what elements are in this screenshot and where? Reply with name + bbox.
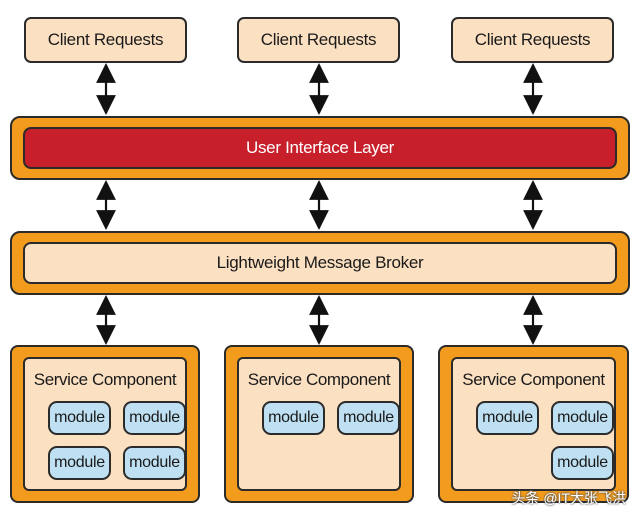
watermark-text: 头条 @IT大张飞洪 — [511, 490, 626, 506]
module-box: module — [262, 401, 325, 435]
module-box: module — [476, 401, 539, 435]
module-box: module — [551, 401, 614, 435]
message-broker-layer: Lightweight Message Broker — [10, 231, 630, 295]
module-box: module — [551, 446, 614, 480]
module-box: module — [337, 401, 400, 435]
client-requests-box-2: Client Requests — [237, 17, 400, 63]
user-interface-layer-label: User Interface Layer — [23, 127, 617, 169]
module-box: module — [48, 446, 111, 480]
client-requests-box-1: Client Requests — [24, 17, 187, 63]
service-component-title: Service Component — [247, 370, 391, 389]
service-component-title: Service Component — [462, 370, 605, 389]
module-box: module — [123, 446, 186, 480]
client-requests-box-3: Client Requests — [451, 17, 614, 63]
service-component-title: Service Component — [33, 370, 177, 389]
service-component-3: Service Component module module module — [438, 345, 629, 503]
service-component-1: Service Component module module module m… — [10, 345, 200, 503]
service-component-2: Service Component module module — [224, 345, 414, 503]
module-box: module — [123, 401, 186, 435]
module-box: module — [48, 401, 111, 435]
message-broker-label: Lightweight Message Broker — [23, 242, 617, 284]
user-interface-layer: User Interface Layer — [10, 116, 630, 180]
